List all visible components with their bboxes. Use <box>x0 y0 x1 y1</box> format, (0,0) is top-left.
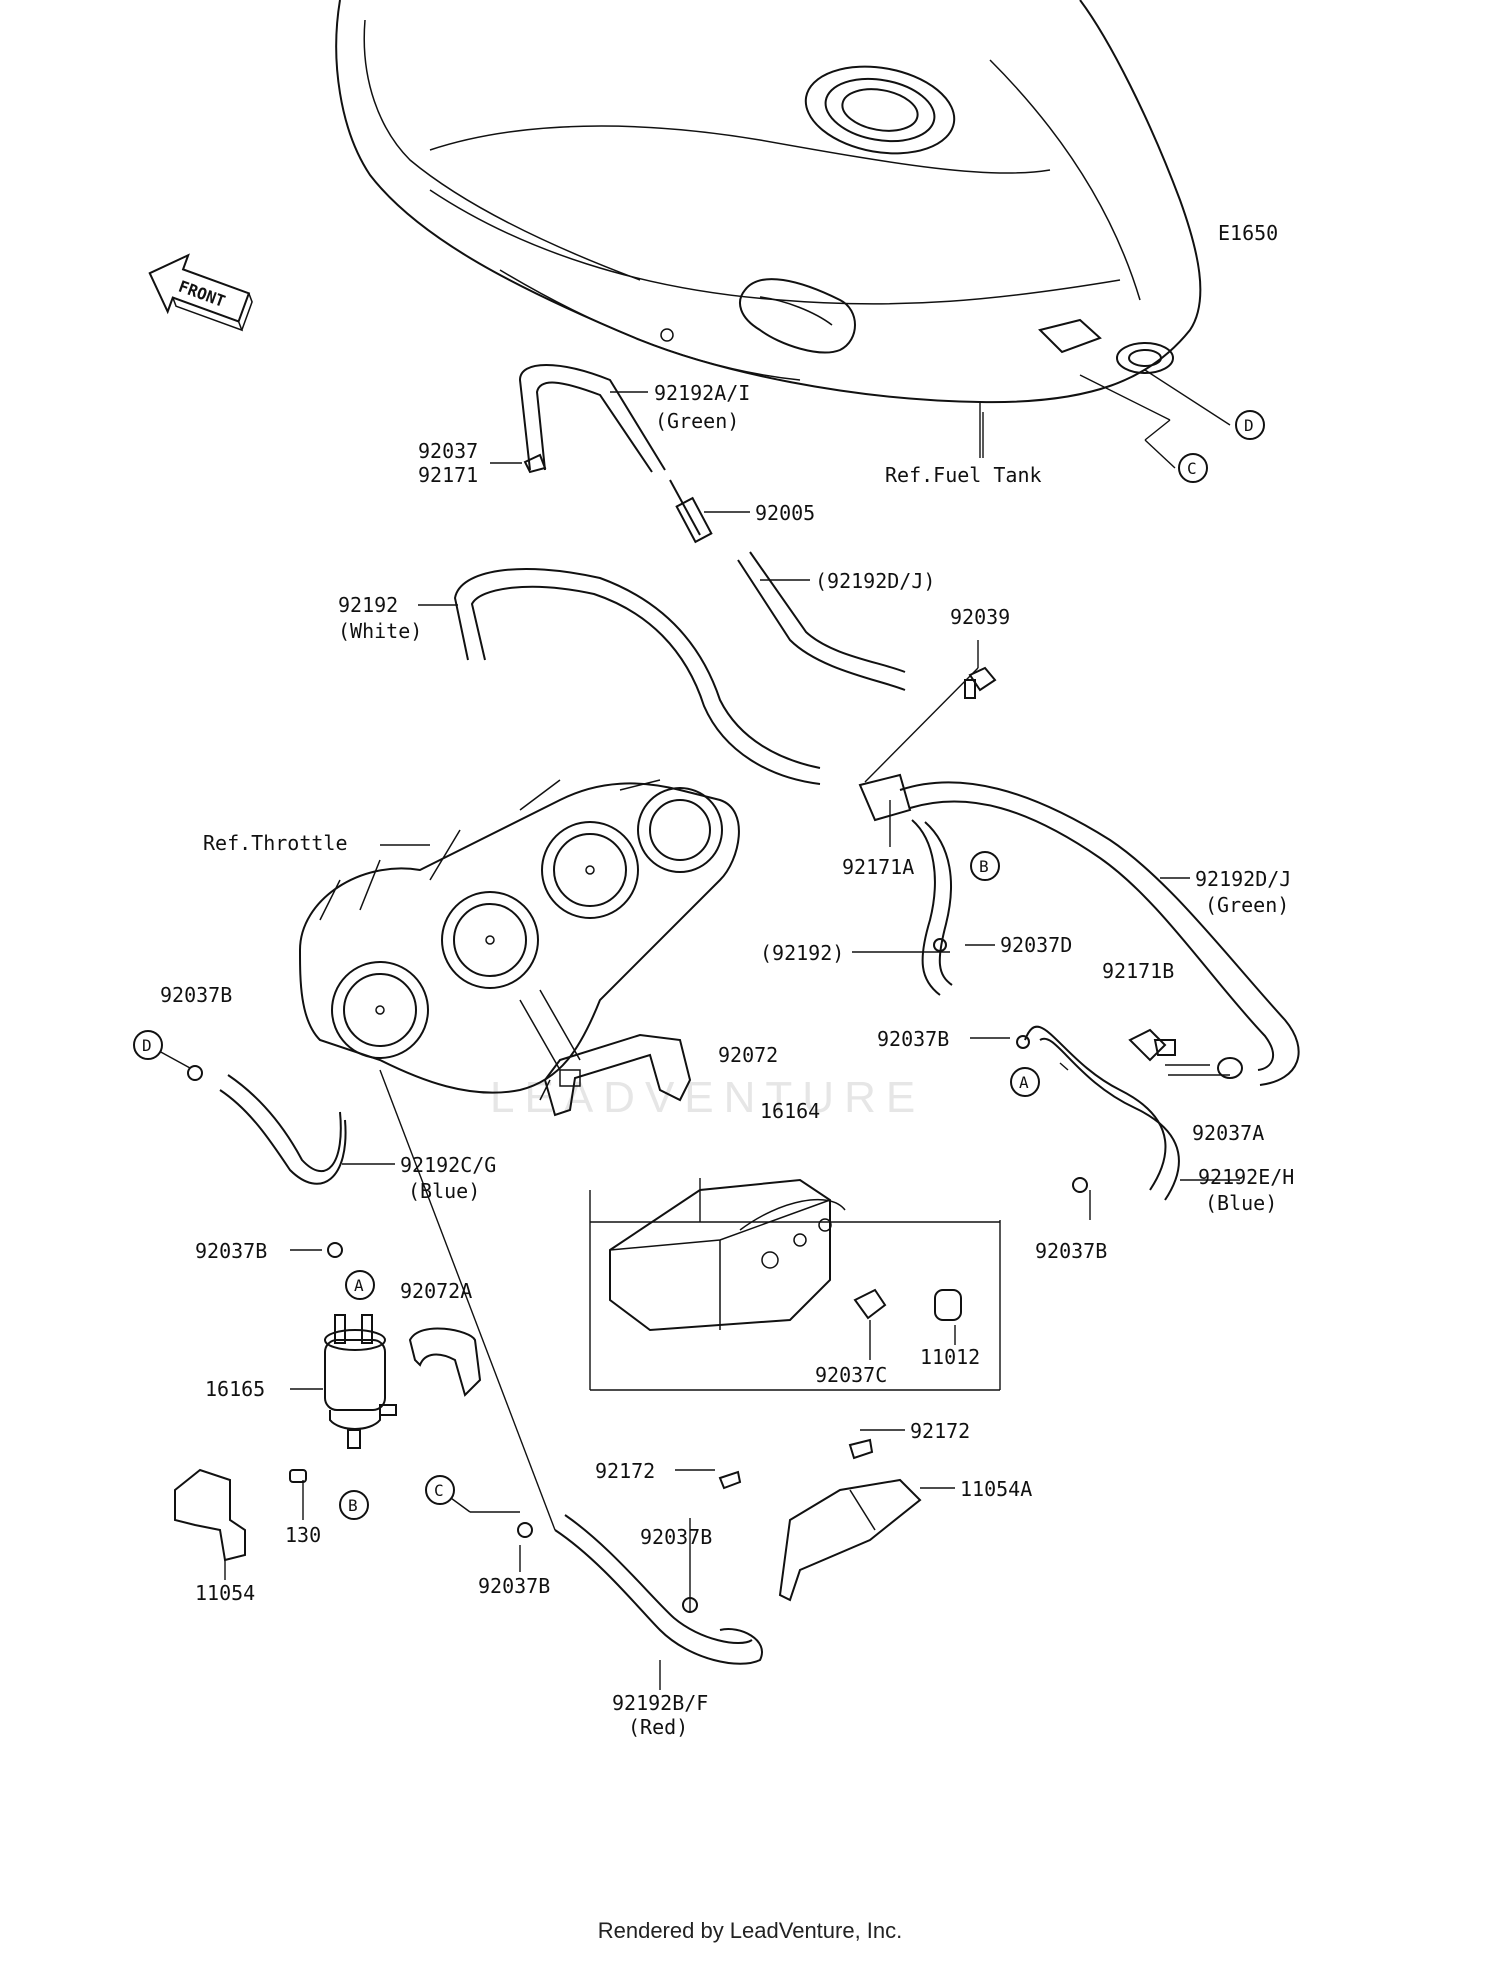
strap-92072 <box>543 1033 692 1117</box>
label-92171: 92171 <box>418 463 478 487</box>
label-11054A: 11054A <box>960 1477 1032 1501</box>
label-130: 130 <box>285 1523 321 1547</box>
callout-circle-d <box>1235 410 1265 440</box>
label-92172-right: 92172 <box>910 1419 970 1443</box>
callout-c-top: C <box>1187 459 1197 478</box>
label-11012: 11012 <box>920 1345 980 1369</box>
label-92072A: 92072A <box>400 1279 472 1303</box>
bracket-11054A <box>778 1478 922 1602</box>
label-92171B: 92171B <box>1102 959 1174 983</box>
label-92072: 92072 <box>718 1043 778 1067</box>
label-92192EH: 92192E/H <box>1198 1165 1294 1189</box>
label-blue-2: (Blue) <box>408 1179 480 1203</box>
label-16165: 16165 <box>205 1377 265 1401</box>
canister <box>609 1178 846 1332</box>
label-red: (Red) <box>628 1715 688 1739</box>
callout-d-top: D <box>1244 416 1254 435</box>
callout-circle-b <box>970 851 1000 881</box>
callout-a-left: A <box>354 1276 364 1295</box>
footer-credit: Rendered by LeadVenture, Inc. <box>597 1918 903 1943</box>
label-92192: 92192 <box>338 593 398 617</box>
leader-lines <box>147 369 1240 1690</box>
label-blue-1: (Blue) <box>1205 1191 1277 1215</box>
label-92037B-5: 92037B <box>640 1525 712 1549</box>
label-92037C: 92037C <box>815 1363 887 1387</box>
label-92037B-3: 92037B <box>195 1239 267 1263</box>
callout-b-left: B <box>348 1496 358 1515</box>
front-arrow: FRONT <box>148 253 253 332</box>
label-16164: 16164 <box>760 1099 820 1123</box>
label-92005: 92005 <box>755 501 815 525</box>
hoses <box>219 364 1300 1665</box>
callout-circle-c-left <box>425 1475 455 1505</box>
label-92192BF: 92192B/F <box>612 1691 708 1715</box>
bracket-11054 <box>174 1468 307 1562</box>
callout-b-top: B <box>979 857 989 876</box>
callout-circle-a-left <box>345 1270 375 1300</box>
diagram-code: E1650 <box>1218 221 1278 245</box>
label-ref-fuel-tank: Ref.Fuel Tank <box>885 463 1042 487</box>
callout-circle-d-left <box>133 1030 163 1060</box>
label-92192AI: 92192A/I <box>654 381 750 405</box>
label-92039: 92039 <box>950 605 1010 629</box>
callout-circle-a <box>1010 1067 1040 1097</box>
label-92037B-6: 92037B <box>478 1574 550 1598</box>
label-92037B-2: 92037B <box>877 1027 949 1051</box>
label-92192CG: 92192C/G <box>400 1153 496 1177</box>
part-labels: 92192A/I (Green) 92037 92171 92005 (9219… <box>160 381 1294 1739</box>
callout-circle-c <box>1178 453 1208 483</box>
label-92172-left: 92172 <box>595 1459 655 1483</box>
label-92037B-4: 92037B <box>1035 1239 1107 1263</box>
label-92192DJ-paren: (92192D/J) <box>815 569 935 593</box>
callout-circle-b-left <box>339 1490 369 1520</box>
label-92171A: 92171A <box>842 855 914 879</box>
label-92037B-1: 92037B <box>160 983 232 1007</box>
label-green-1: (Green) <box>655 409 739 433</box>
callout-a-right: A <box>1019 1073 1029 1092</box>
callout-d-left: D <box>142 1036 152 1055</box>
bracket-92072A <box>408 1327 482 1397</box>
label-ref-throttle: Ref.Throttle <box>203 831 348 855</box>
fuel-filter <box>324 1314 397 1449</box>
label-92192-paren: (92192) <box>760 941 844 965</box>
label-green-2: (Green) <box>1205 893 1289 917</box>
label-11054: 11054 <box>195 1581 255 1605</box>
callouts: D C B A D A B C <box>133 410 1265 1520</box>
throttle-body <box>298 779 740 1101</box>
label-92192DJ: 92192D/J <box>1195 867 1291 891</box>
label-92037: 92037 <box>418 439 478 463</box>
small-parts <box>187 453 1243 1613</box>
label-92037D: 92037D <box>1000 933 1072 957</box>
label-92037A: 92037A <box>1192 1121 1264 1145</box>
callout-c-left: C <box>434 1481 444 1500</box>
label-white: (White) <box>338 619 422 643</box>
fuel-tank <box>335 0 1202 404</box>
